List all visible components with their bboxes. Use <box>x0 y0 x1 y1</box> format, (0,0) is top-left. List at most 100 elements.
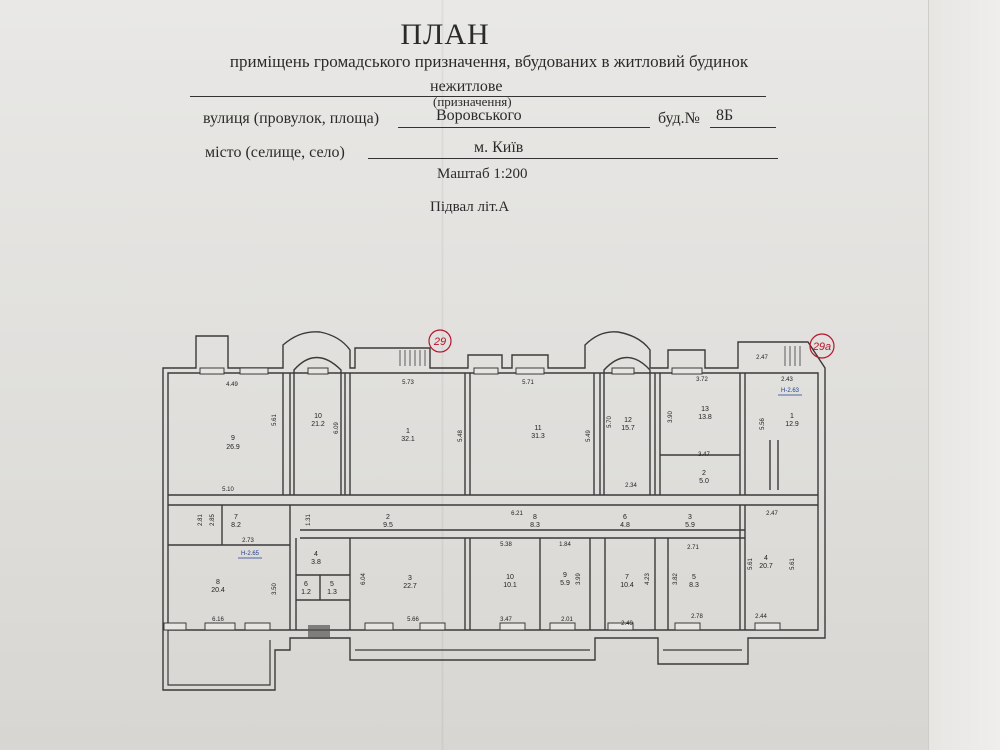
room-7: 78.2 <box>231 514 241 529</box>
room-6-wc: 61.2 <box>301 581 311 596</box>
level-mark: Н-2.63 <box>781 388 800 394</box>
stamp-29a: 29а <box>809 333 835 359</box>
room-8-corridor: 88.3 <box>530 514 540 529</box>
dimension-label: 1.84 <box>559 542 571 548</box>
dimension-label: 3.72 <box>696 377 708 383</box>
dimension-label: 5.66 <box>407 617 419 623</box>
city-label: місто (селище, село) <box>205 144 345 161</box>
room-label: 1 <box>790 413 794 420</box>
city-value: м. Київ <box>474 139 524 156</box>
dimension-label: 6.21 <box>511 511 523 517</box>
room-label: 6 <box>304 581 308 588</box>
room-label: 8.3 <box>530 522 540 529</box>
building-label: буд.№ <box>658 110 700 127</box>
room-1: 132.1 <box>401 428 415 443</box>
dimension-label: 3.90 <box>668 411 674 423</box>
room-4-small: 43.8 <box>311 551 321 566</box>
dimension-label: 2.78 <box>691 614 703 620</box>
building-underline <box>710 127 776 128</box>
stamp-29a-text: 29а <box>812 341 831 353</box>
room-label: 2 <box>386 514 390 521</box>
room-label: 10 <box>506 574 514 581</box>
street-label: вулиця (провулок, площа) <box>203 110 380 127</box>
room-label: 1.2 <box>301 589 311 596</box>
dimension-label: 5.61 <box>272 414 278 426</box>
room-2-corridor: 29.5 <box>383 514 393 529</box>
room-1-right: 112.9 <box>785 413 799 428</box>
street-underline <box>398 127 650 128</box>
inner-wall <box>167 372 819 631</box>
dimension-label: 2.47 <box>766 511 778 517</box>
dimension-label: 2.01 <box>561 617 573 623</box>
dimension-label: 5.73 <box>402 380 414 386</box>
room-label: 2 <box>702 470 706 477</box>
room-label: 3.8 <box>311 559 321 566</box>
city-underline <box>368 158 778 159</box>
outer-wall <box>162 331 826 691</box>
room-5-bottom: 58.3 <box>689 574 699 589</box>
dimension-label: 2.49 <box>621 621 633 627</box>
dimension-label: 2.43 <box>781 377 793 383</box>
dimension-label: 5.61 <box>748 558 754 570</box>
dimension-label: 5.56 <box>760 418 766 430</box>
room-label: 8 <box>533 514 537 521</box>
room-label: 8.2 <box>231 522 241 529</box>
dimension-label: 2.73 <box>242 538 254 544</box>
room-label: 10 <box>314 413 322 420</box>
room-label: 12.9 <box>785 421 799 428</box>
room-label: 1.3 <box>327 589 337 596</box>
room-label: 6 <box>623 514 627 521</box>
room-label: 5 <box>692 574 696 581</box>
room-label: 32.1 <box>401 436 415 443</box>
windows <box>163 367 781 631</box>
dimension-label: 2.81 <box>198 514 204 526</box>
room-label: 31.3 <box>531 433 545 440</box>
room-label: 10.1 <box>503 582 517 589</box>
dimension-label: 5.49 <box>586 430 592 442</box>
room-label: 26.9 <box>226 444 240 451</box>
stair-hatch-icon <box>308 625 330 639</box>
room-label: 20.4 <box>211 587 225 594</box>
room-9: 926.9 <box>226 435 240 451</box>
room-label: 5.0 <box>699 478 709 485</box>
purpose-underline <box>190 96 766 97</box>
dimension-label: 6.16 <box>212 617 224 623</box>
dimension-label: 5.10 <box>222 487 234 493</box>
room-3: 322.7 <box>403 575 417 590</box>
dimension-labels: 4.49 5.61 6.09 5.73 5.48 5.71 5.49 5.70 … <box>198 355 796 627</box>
room-5-wc: 51.3 <box>327 581 337 596</box>
dimension-label: 4.23 <box>645 573 651 585</box>
stamp-29: 29 <box>428 329 452 353</box>
room-label: 15.7 <box>621 425 635 432</box>
level-mark: Н-2.65 <box>241 551 260 557</box>
room-label: 4 <box>314 551 318 558</box>
dimension-label: 2.47 <box>756 355 768 361</box>
room-label: 9.5 <box>383 522 393 529</box>
dimension-label: 4.49 <box>226 382 238 388</box>
room-label: 5.9 <box>560 580 570 587</box>
room-6: 64.8 <box>620 514 630 529</box>
room-label: 9 <box>563 572 567 579</box>
stamp-29-text: 29 <box>433 336 446 348</box>
room-label: 10.4 <box>620 582 634 589</box>
page-subtitle: приміщень громадського призначення, вбуд… <box>229 52 749 71</box>
room-7-bottom: 710.4 <box>620 574 634 589</box>
dimension-label: 6.04 <box>361 573 367 585</box>
room-label: 13.8 <box>698 414 712 421</box>
room-label: 7 <box>625 574 629 581</box>
stairs-icon <box>399 346 801 366</box>
room-label: 4.8 <box>620 522 630 529</box>
room-label: 11 <box>534 425 541 432</box>
room-label: 12 <box>624 417 632 424</box>
outer-bays <box>167 630 742 686</box>
room-label: 9 <box>231 435 235 442</box>
room-8: 820.4 <box>211 579 225 594</box>
room-2-small: 25.0 <box>699 470 709 485</box>
dimension-label: 5.48 <box>458 430 464 442</box>
building-value: 8Б <box>716 107 734 124</box>
